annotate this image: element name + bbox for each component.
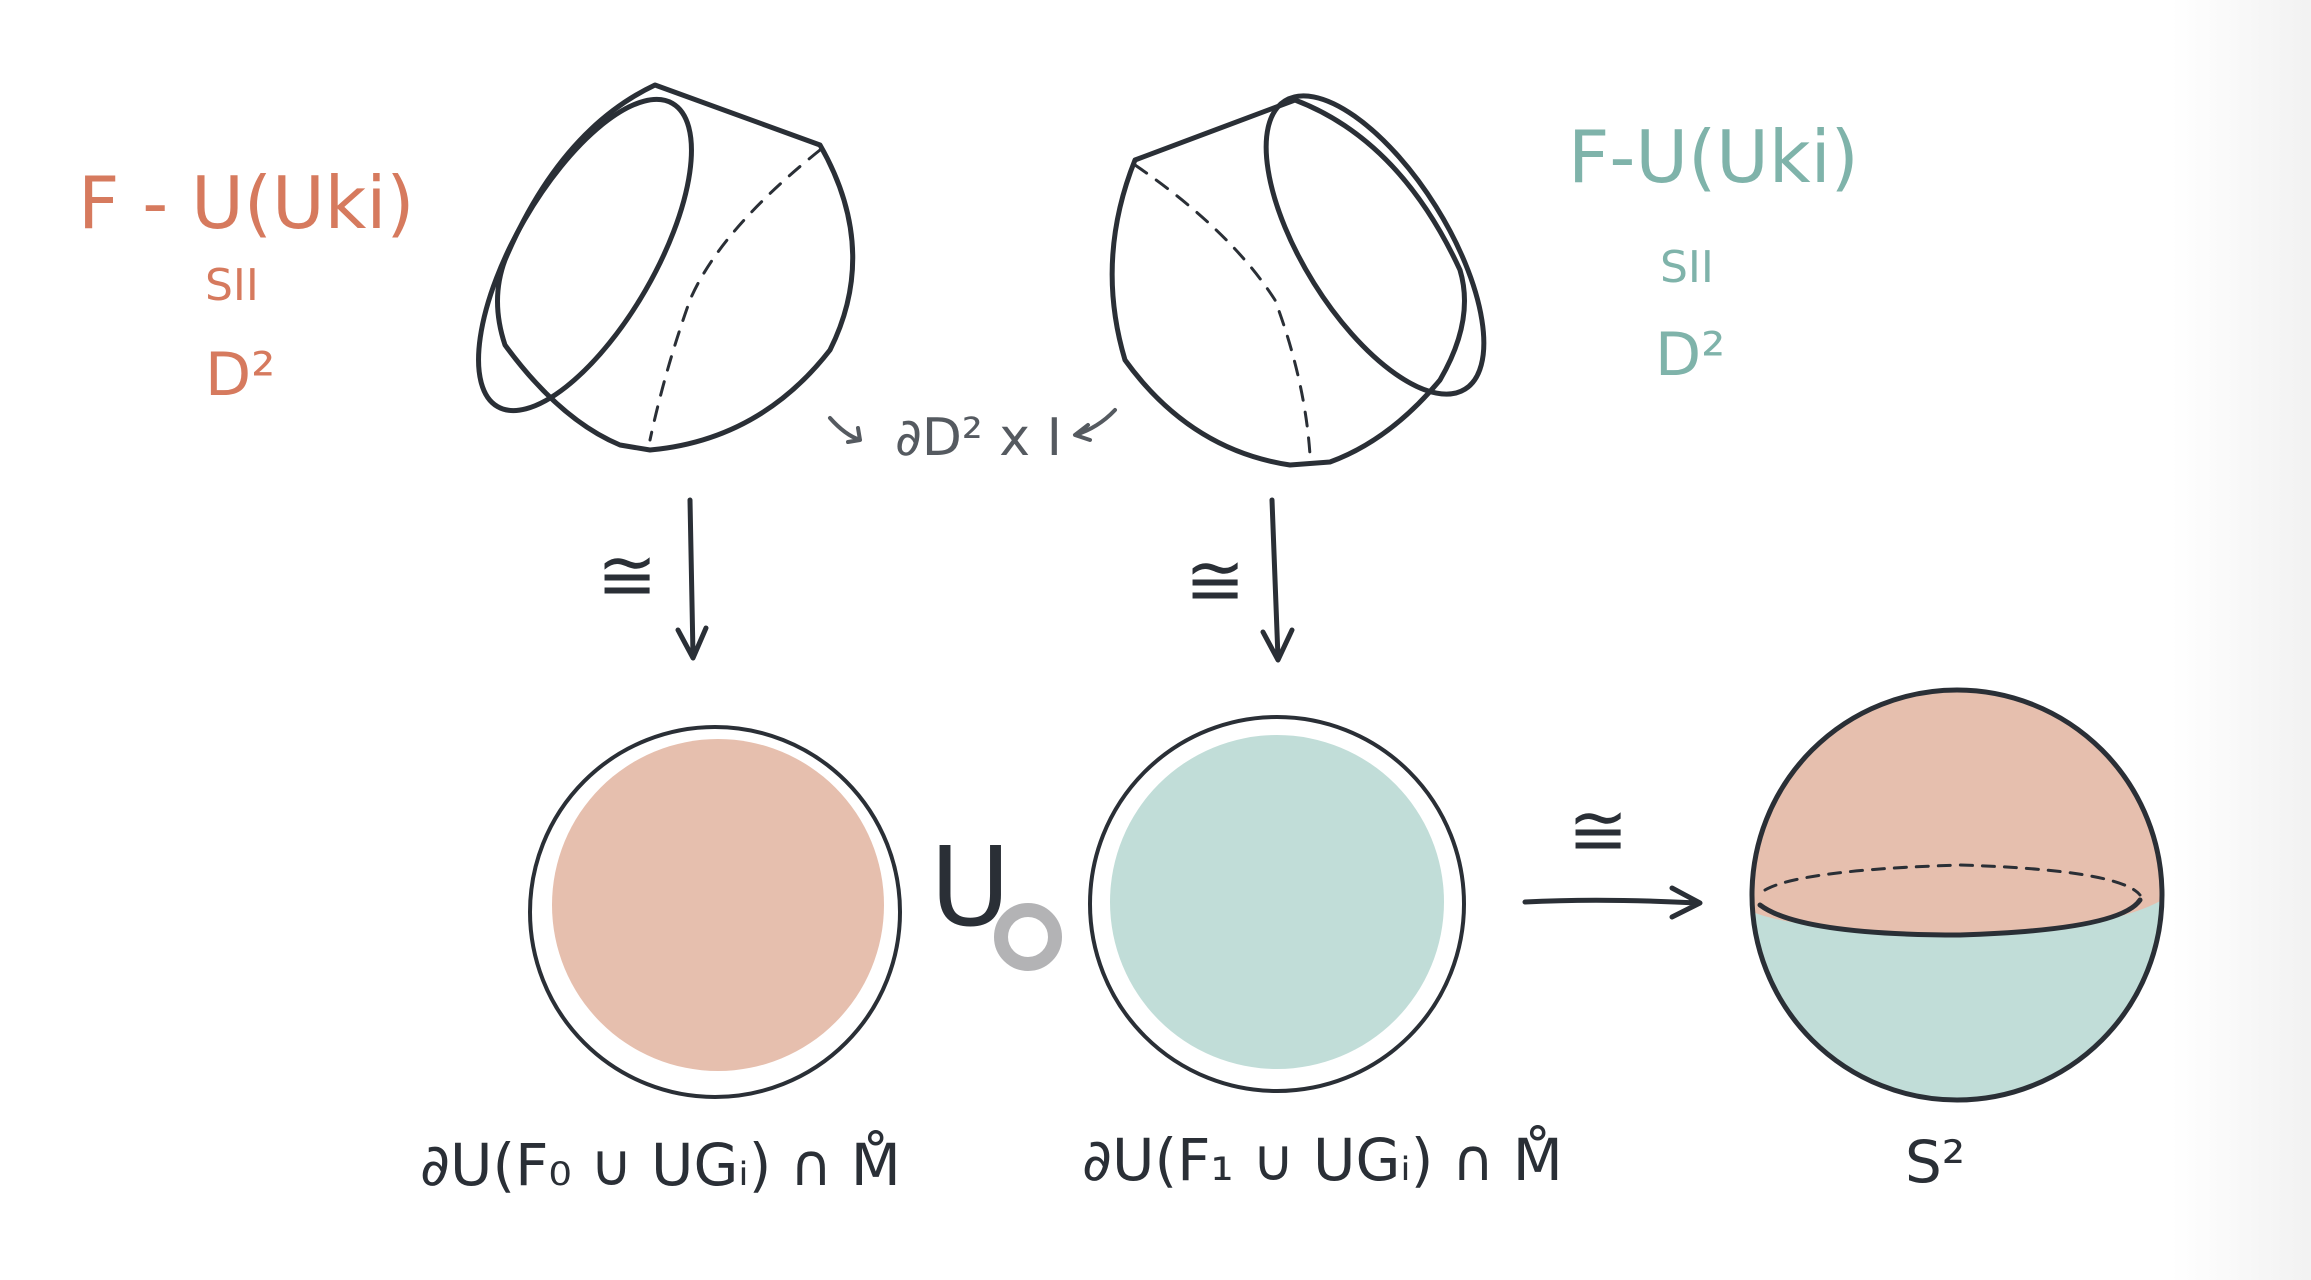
bottom-left-sphere (528, 725, 902, 1099)
small-grey-ring (994, 903, 1062, 971)
right-label-line3: D² (1655, 320, 1725, 390)
left-cylinder-salmon-face (476, 96, 694, 414)
right-label-line1: F-U(Uki) (1568, 115, 1859, 199)
left-cylinder (476, 82, 856, 453)
middle-annotation: ∂D² x I (828, 408, 1117, 468)
bottom-label-left: ∂U(F₀ ∪ UGᵢ) ∩ M̊ (420, 1129, 901, 1199)
middle-homeo-symbol: ≅ (1185, 538, 1245, 622)
right-cylinder-teal-face (1263, 93, 1487, 397)
right-arrow: ≅ (1522, 788, 1703, 920)
left-down-arrow: ≅ (597, 497, 709, 661)
left-cylinder-dashed-seam (648, 148, 822, 442)
right-label-line2: SII (1660, 242, 1714, 293)
small-arrow-right (1073, 408, 1117, 442)
right-cylinder (1109, 93, 1487, 468)
left-homeo-symbol: ≅ (597, 533, 657, 617)
bottom-label-middle: ∂U(F₁ ∪ UGᵢ) ∩ M̊ (1082, 1124, 1563, 1194)
middle-label: ∂D² x I (895, 408, 1062, 468)
page-edge-shadow (2171, 0, 2311, 1280)
s2-lower-hemisphere (1752, 895, 2162, 1100)
s2-equator-back (1763, 863, 2142, 897)
left-label-line1: F - U(Uki) (78, 161, 414, 245)
middle-down-arrow: ≅ (1185, 497, 1295, 663)
right-homeo-symbol: ≅ (1568, 788, 1628, 872)
right-cylinder-body (1109, 97, 1467, 468)
left-label-line3: D² (205, 340, 275, 410)
s2-equator-front (1757, 897, 2143, 938)
small-arrow-left (828, 416, 862, 444)
bottom-label-right: S² (1905, 1128, 1965, 1196)
s2-sphere (1749, 687, 2165, 1103)
left-label-line2: SII (205, 260, 259, 311)
bottom-middle-sphere (1088, 715, 1466, 1093)
right-cylinder-dashed-seam (1133, 163, 1312, 457)
